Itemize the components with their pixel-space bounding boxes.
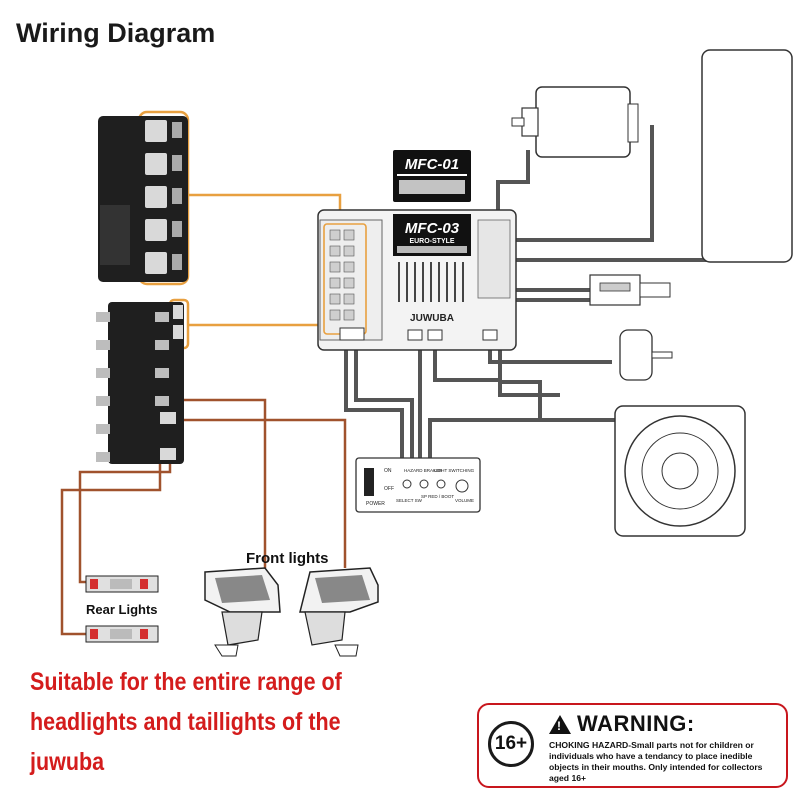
front-light-left: [204, 567, 281, 657]
fan: [619, 329, 673, 381]
mini-control-box: ON OFF POWER HAZARD BRAKER LIGHT SWITCHI…: [355, 457, 481, 513]
orange-wire-top: [188, 193, 342, 228]
promo-line-2: headlights and taillights of the: [30, 708, 341, 736]
motor: [511, 86, 639, 158]
mini-hazard-label: HAZARD BRAKER: [404, 468, 443, 473]
mini-wire-1: [344, 345, 404, 458]
front-light-right: [299, 567, 379, 657]
mini-light-label: LIGHT SWITCHING: [434, 468, 475, 473]
front-lights-label: Front lights: [246, 550, 329, 567]
mini-wire-5: [428, 418, 560, 458]
mini-sp-label: SP RED / BOOT: [421, 494, 454, 499]
page-title: Wiring Diagram: [16, 18, 216, 48]
brand-label: JUWUBA: [410, 313, 454, 324]
esc-connector: [589, 274, 671, 306]
warning-text: CHOKING HAZARD-Small parts not for child…: [549, 740, 763, 783]
warning-box: 16+ ! WARNING: CHOKING HAZARD-Small part…: [477, 703, 788, 788]
mini-wire-4: [433, 345, 560, 397]
brown-wire-rear-2: [60, 455, 162, 636]
warning-heading: ! WARNING:: [549, 711, 695, 737]
motor-wire-1: [496, 150, 530, 212]
promo-text: Suitable for the entire range of headlig…: [30, 662, 357, 782]
mini-select-label: SELECT SW: [396, 498, 423, 503]
mfc03-label: MFC-03: [405, 220, 460, 237]
warning-heading-text: WARNING:: [577, 711, 695, 736]
brown-wires: [60, 398, 347, 636]
fan-wire: [488, 348, 612, 364]
rear-lights-label: Rear Lights: [86, 602, 158, 617]
brown-wire-front-2: [180, 418, 347, 568]
promo-line-1: Suitable for the entire range of: [30, 668, 342, 696]
speaker: [614, 405, 746, 537]
mfc03-unit: MFC-03 EURO-STYLE JUWUBA: [317, 209, 517, 351]
age-rating-badge: 16+: [488, 721, 534, 767]
mini-off-label: OFF: [384, 486, 394, 492]
rear-light-bottom: [85, 625, 159, 643]
mfc03-sub-label: EURO-STYLE: [409, 238, 454, 245]
rear-light-top: [85, 575, 159, 593]
led-board-bottom: [96, 302, 184, 464]
brown-wire-rear-1: [78, 460, 172, 584]
mfc01-label: MFC-01: [405, 156, 459, 173]
promo-line-3: juwuba: [30, 748, 105, 776]
mini-power-label: POWER: [366, 501, 385, 507]
mini-on-label: ON: [384, 468, 392, 474]
warning-triangle-icon: !: [549, 714, 571, 734]
mini-wire-2: [354, 345, 414, 458]
speaker-wire: [498, 348, 615, 422]
mfc01-badge: MFC-01: [393, 150, 471, 202]
led-board-top: [98, 116, 188, 282]
battery-pack: [701, 49, 793, 263]
motor-wire-2: [515, 125, 654, 242]
mini-volume-label: VOLUME: [455, 498, 474, 503]
brown-wire-front-1: [180, 398, 267, 568]
